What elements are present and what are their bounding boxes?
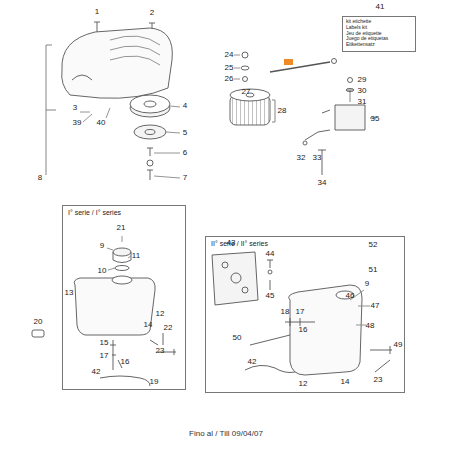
callout-number: 44: [266, 250, 275, 258]
callout-number: 20: [34, 318, 43, 326]
callout-number: 48: [366, 322, 375, 330]
callout-number: 23: [156, 347, 165, 355]
callout-number: 39: [73, 119, 82, 127]
callout-number: 25: [225, 64, 234, 72]
callout-number: 3: [73, 104, 77, 112]
callout-number: 42: [248, 358, 257, 366]
callout-number: 46: [346, 292, 355, 300]
callout-number: 33: [313, 154, 322, 162]
callout-number: 14: [144, 321, 153, 329]
callout-number: 27: [242, 88, 251, 96]
callout-number: 32: [297, 154, 306, 162]
callout-number: 19: [150, 378, 159, 386]
callout-number: 35: [371, 115, 380, 123]
callout-number: 42: [92, 368, 101, 376]
callout-number: 16: [299, 326, 308, 334]
callout-number: 23: [374, 376, 383, 384]
callout-number: 17: [296, 308, 305, 316]
callout-number: 22: [164, 324, 173, 332]
callout-number: 9: [365, 280, 369, 288]
callout-number: 52: [369, 241, 378, 249]
callout-number: 8: [38, 174, 42, 182]
callout-number: 49: [394, 341, 403, 349]
callout-number: 1: [95, 8, 99, 16]
caption: Fino al / Till 09/04/07: [189, 429, 263, 438]
callout-number: 7: [183, 174, 187, 182]
callout-number: 51: [369, 266, 378, 274]
callout-number: 18: [281, 308, 290, 316]
callout-number: 16: [121, 358, 130, 366]
callout-number: 12: [299, 380, 308, 388]
callout-number: 21: [117, 224, 126, 232]
callout-number: 41: [376, 3, 385, 11]
callout-number: 50: [233, 334, 242, 342]
callout-number: 45: [266, 292, 275, 300]
series-frame: II° serie / II° series: [205, 236, 405, 393]
callout-number: 40: [97, 119, 106, 127]
callout-number: 14: [341, 378, 350, 386]
callout-number: 9: [100, 242, 104, 250]
callout-number: 47: [371, 302, 380, 310]
callout-number: 13: [65, 289, 74, 297]
callout-number: 29: [358, 76, 367, 84]
label-text: Etikettensatz: [346, 42, 412, 48]
callout-number: 17: [100, 352, 109, 360]
callout-number: 2: [150, 9, 154, 17]
callout-number: 43: [227, 239, 236, 247]
label-sheet: kit etichetteLabels kitJeu de etiquetteJ…: [342, 16, 416, 52]
callout-number: 15: [100, 339, 109, 347]
callout-number: 26: [225, 75, 234, 83]
callout-number: 31: [358, 98, 367, 106]
callout-number: 10: [98, 267, 107, 275]
frame-heading: I° serie / I° series: [68, 209, 180, 217]
highlight-part: [284, 59, 293, 65]
callout-number: 28: [278, 107, 287, 115]
callout-number: 5: [183, 129, 187, 137]
callout-number: 11: [132, 252, 140, 260]
callout-number: 24: [225, 51, 234, 59]
callout-number: 34: [318, 179, 327, 187]
callout-number: 6: [183, 149, 187, 157]
callout-number: 12: [156, 310, 165, 318]
callout-number: 30: [358, 87, 367, 95]
callout-number: 4: [183, 102, 187, 110]
